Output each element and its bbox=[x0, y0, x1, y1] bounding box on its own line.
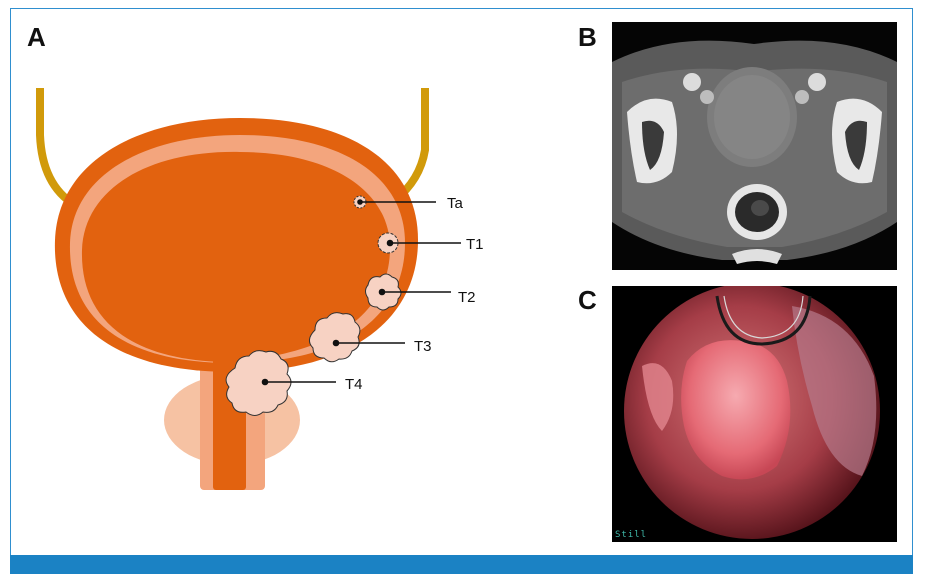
stage-label-ta: Ta bbox=[447, 195, 464, 212]
stage-label-t1: T1 bbox=[466, 236, 484, 253]
panel-label-a: A bbox=[27, 22, 46, 52]
tumor-t4 bbox=[225, 350, 292, 416]
panel-label-c: C bbox=[578, 285, 597, 315]
bladder-staging-diagram: Ta T1 T2 T3 T4 bbox=[36, 88, 484, 490]
tumor-t3 bbox=[309, 312, 361, 363]
leader-lines bbox=[261, 199, 461, 386]
stage-label-t3: T3 bbox=[414, 338, 432, 355]
stage-label-t4: T4 bbox=[345, 376, 363, 393]
cystoscopy-image: Still bbox=[612, 286, 897, 542]
panel-label-b: B bbox=[578, 22, 597, 52]
ct-scan-illustration bbox=[612, 22, 897, 270]
left-ureter bbox=[36, 88, 78, 209]
footer-bar bbox=[10, 555, 913, 574]
still-overlay-text: Still bbox=[615, 530, 648, 540]
bladder-lumen bbox=[81, 151, 390, 362]
ct-pelvis-image bbox=[612, 22, 897, 270]
endoscopy-illustration bbox=[612, 286, 897, 542]
stage-label-t2: T2 bbox=[458, 289, 476, 306]
